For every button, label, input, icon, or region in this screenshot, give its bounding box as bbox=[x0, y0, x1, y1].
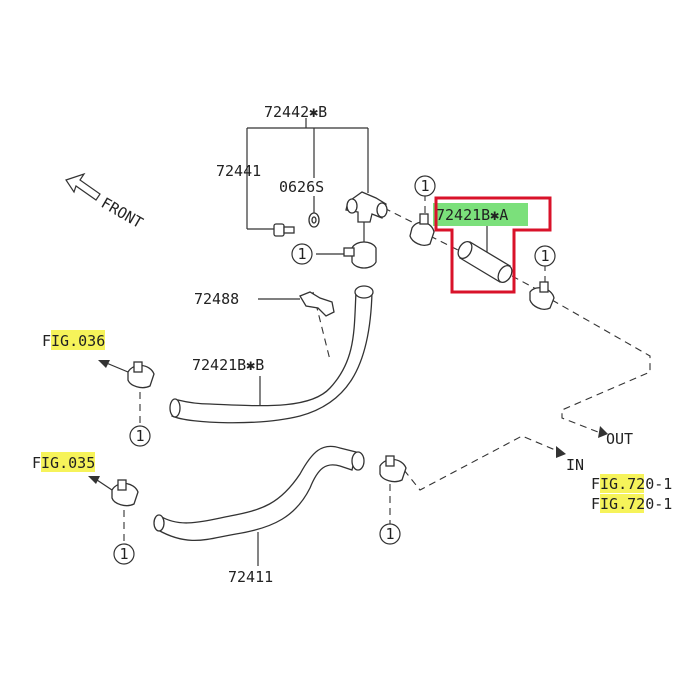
part-label-72488[interactable]: 72488 bbox=[194, 290, 239, 308]
t-joint-72442 bbox=[345, 191, 388, 223]
hose-clamp-icon bbox=[127, 361, 155, 389]
hose-clamp-icon bbox=[379, 455, 407, 483]
part-label-72441[interactable]: 72441 bbox=[216, 162, 261, 180]
callout-label: 1 bbox=[297, 245, 306, 263]
hose-72411 bbox=[153, 445, 365, 541]
fig-ref-035[interactable]: FIG.035 bbox=[32, 454, 95, 472]
part-label-72421BB[interactable]: 72421B✱B bbox=[192, 356, 264, 374]
hose-clamp-icon bbox=[343, 241, 377, 269]
callout-label: 1 bbox=[540, 247, 549, 265]
callout-1: 1 bbox=[414, 175, 436, 197]
out-label: OUT bbox=[606, 430, 633, 448]
front-arrow-icon bbox=[65, 172, 101, 201]
arrow-to-fig036 bbox=[98, 360, 129, 373]
part-label-72442B[interactable]: 72442✱B bbox=[264, 103, 327, 121]
hose-72421BB bbox=[169, 285, 374, 424]
hose-clamp-icon bbox=[111, 479, 139, 507]
callout-label: 1 bbox=[135, 427, 144, 445]
fig-ref-720-a[interactable]: FIG.720-1 bbox=[591, 475, 672, 493]
selection-box-72421BA bbox=[434, 196, 552, 294]
highlight-fig720a bbox=[600, 474, 644, 493]
arrow-out bbox=[598, 426, 608, 438]
routing-dashed-lines bbox=[123, 194, 651, 546]
highlight-fig035 bbox=[41, 452, 95, 472]
callout-label: 1 bbox=[385, 525, 394, 543]
callout-1: 1 bbox=[129, 425, 151, 447]
callout-1: 1 bbox=[113, 543, 135, 565]
callout-label: 1 bbox=[119, 545, 128, 563]
fig-ref-036[interactable]: FIG.036 bbox=[42, 332, 105, 350]
bolt-icon bbox=[273, 223, 295, 237]
highlight-72421BA bbox=[433, 203, 528, 226]
leader-72442B bbox=[246, 118, 369, 243]
callout-label: 1 bbox=[420, 177, 429, 195]
highlight-fig036 bbox=[51, 330, 105, 350]
callout-1: 1 bbox=[534, 245, 556, 267]
in-label: IN bbox=[566, 456, 584, 474]
fig-ref-720-b[interactable]: FIG.720-1 bbox=[591, 495, 672, 513]
callout-1: 1 bbox=[379, 523, 401, 545]
part-label-72421BA[interactable]: 72421B✱A bbox=[436, 206, 508, 224]
hose-clamp-icon bbox=[409, 213, 435, 246]
callout-1: 1 bbox=[291, 243, 344, 265]
front-label: FRONT bbox=[98, 194, 146, 232]
washer-icon bbox=[308, 212, 320, 228]
part-label-0626S[interactable]: 0626S bbox=[279, 178, 324, 196]
part-label-72411[interactable]: 72411 bbox=[228, 568, 273, 586]
clip-72488-icon bbox=[299, 291, 335, 317]
hose-clamp-icon bbox=[529, 281, 555, 310]
hose-72421BA bbox=[457, 226, 513, 284]
arrow-in bbox=[556, 446, 566, 458]
highlight-fig720b bbox=[600, 494, 644, 513]
arrow-to-fig035 bbox=[88, 476, 113, 491]
